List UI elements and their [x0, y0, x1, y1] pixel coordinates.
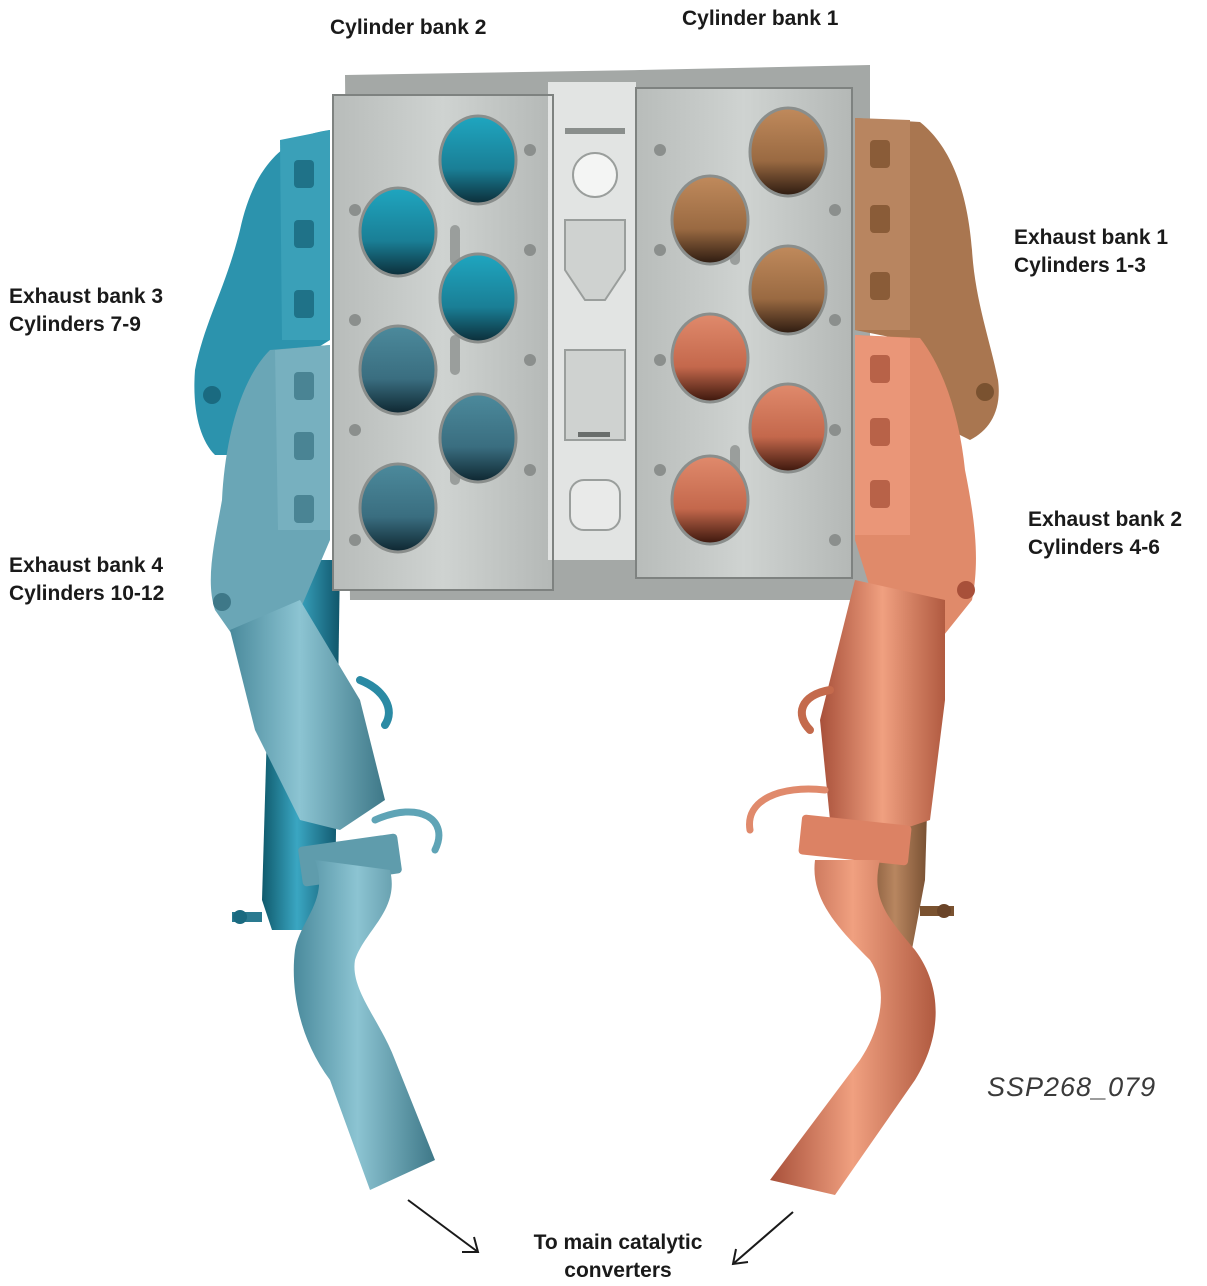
exhaust-bank-4-cylinders: Cylinders 10-12 [9, 580, 164, 608]
bank2-catalyst [820, 580, 945, 840]
reference-code: SSP268_079 [987, 1072, 1156, 1103]
exhaust-bank-3-title: Exhaust bank 3 [9, 283, 163, 311]
exhaust-bank-3-cylinders: Cylinders 7-9 [9, 311, 163, 339]
label-cylinder-bank-2-text: Cylinder bank 2 [330, 14, 486, 42]
label-cylinder-bank-1: Cylinder bank 1 [682, 5, 838, 33]
bank4-catalyst [230, 600, 385, 830]
arrow-right [733, 1212, 793, 1264]
bank3-sensor [232, 910, 262, 924]
main-catalytic-line1: To main catalytic [508, 1229, 728, 1257]
label-cylinder-bank-1-text: Cylinder bank 1 [682, 5, 838, 33]
label-exhaust-bank-3: Exhaust bank 3 Cylinders 7-9 [9, 283, 163, 339]
label-exhaust-bank-1: Exhaust bank 1 Cylinders 1-3 [1014, 224, 1168, 280]
exhaust-bank-1-title: Exhaust bank 1 [1014, 224, 1168, 252]
arrow-left [408, 1200, 478, 1252]
label-exhaust-bank-4: Exhaust bank 4 Cylinders 10-12 [9, 552, 164, 608]
label-exhaust-bank-2: Exhaust bank 2 Cylinders 4-6 [1028, 506, 1182, 562]
exhaust-bank-4-title: Exhaust bank 4 [9, 552, 164, 580]
exhaust-bank-1-cylinders: Cylinders 1-3 [1014, 252, 1168, 280]
label-cylinder-bank-2: Cylinder bank 2 [330, 14, 486, 42]
exhaust-bank-2-title: Exhaust bank 2 [1028, 506, 1182, 534]
exhaust-bank-2-cylinders: Cylinders 4-6 [1028, 534, 1182, 562]
label-main-catalytic-converters: To main catalytic converters [508, 1229, 728, 1285]
